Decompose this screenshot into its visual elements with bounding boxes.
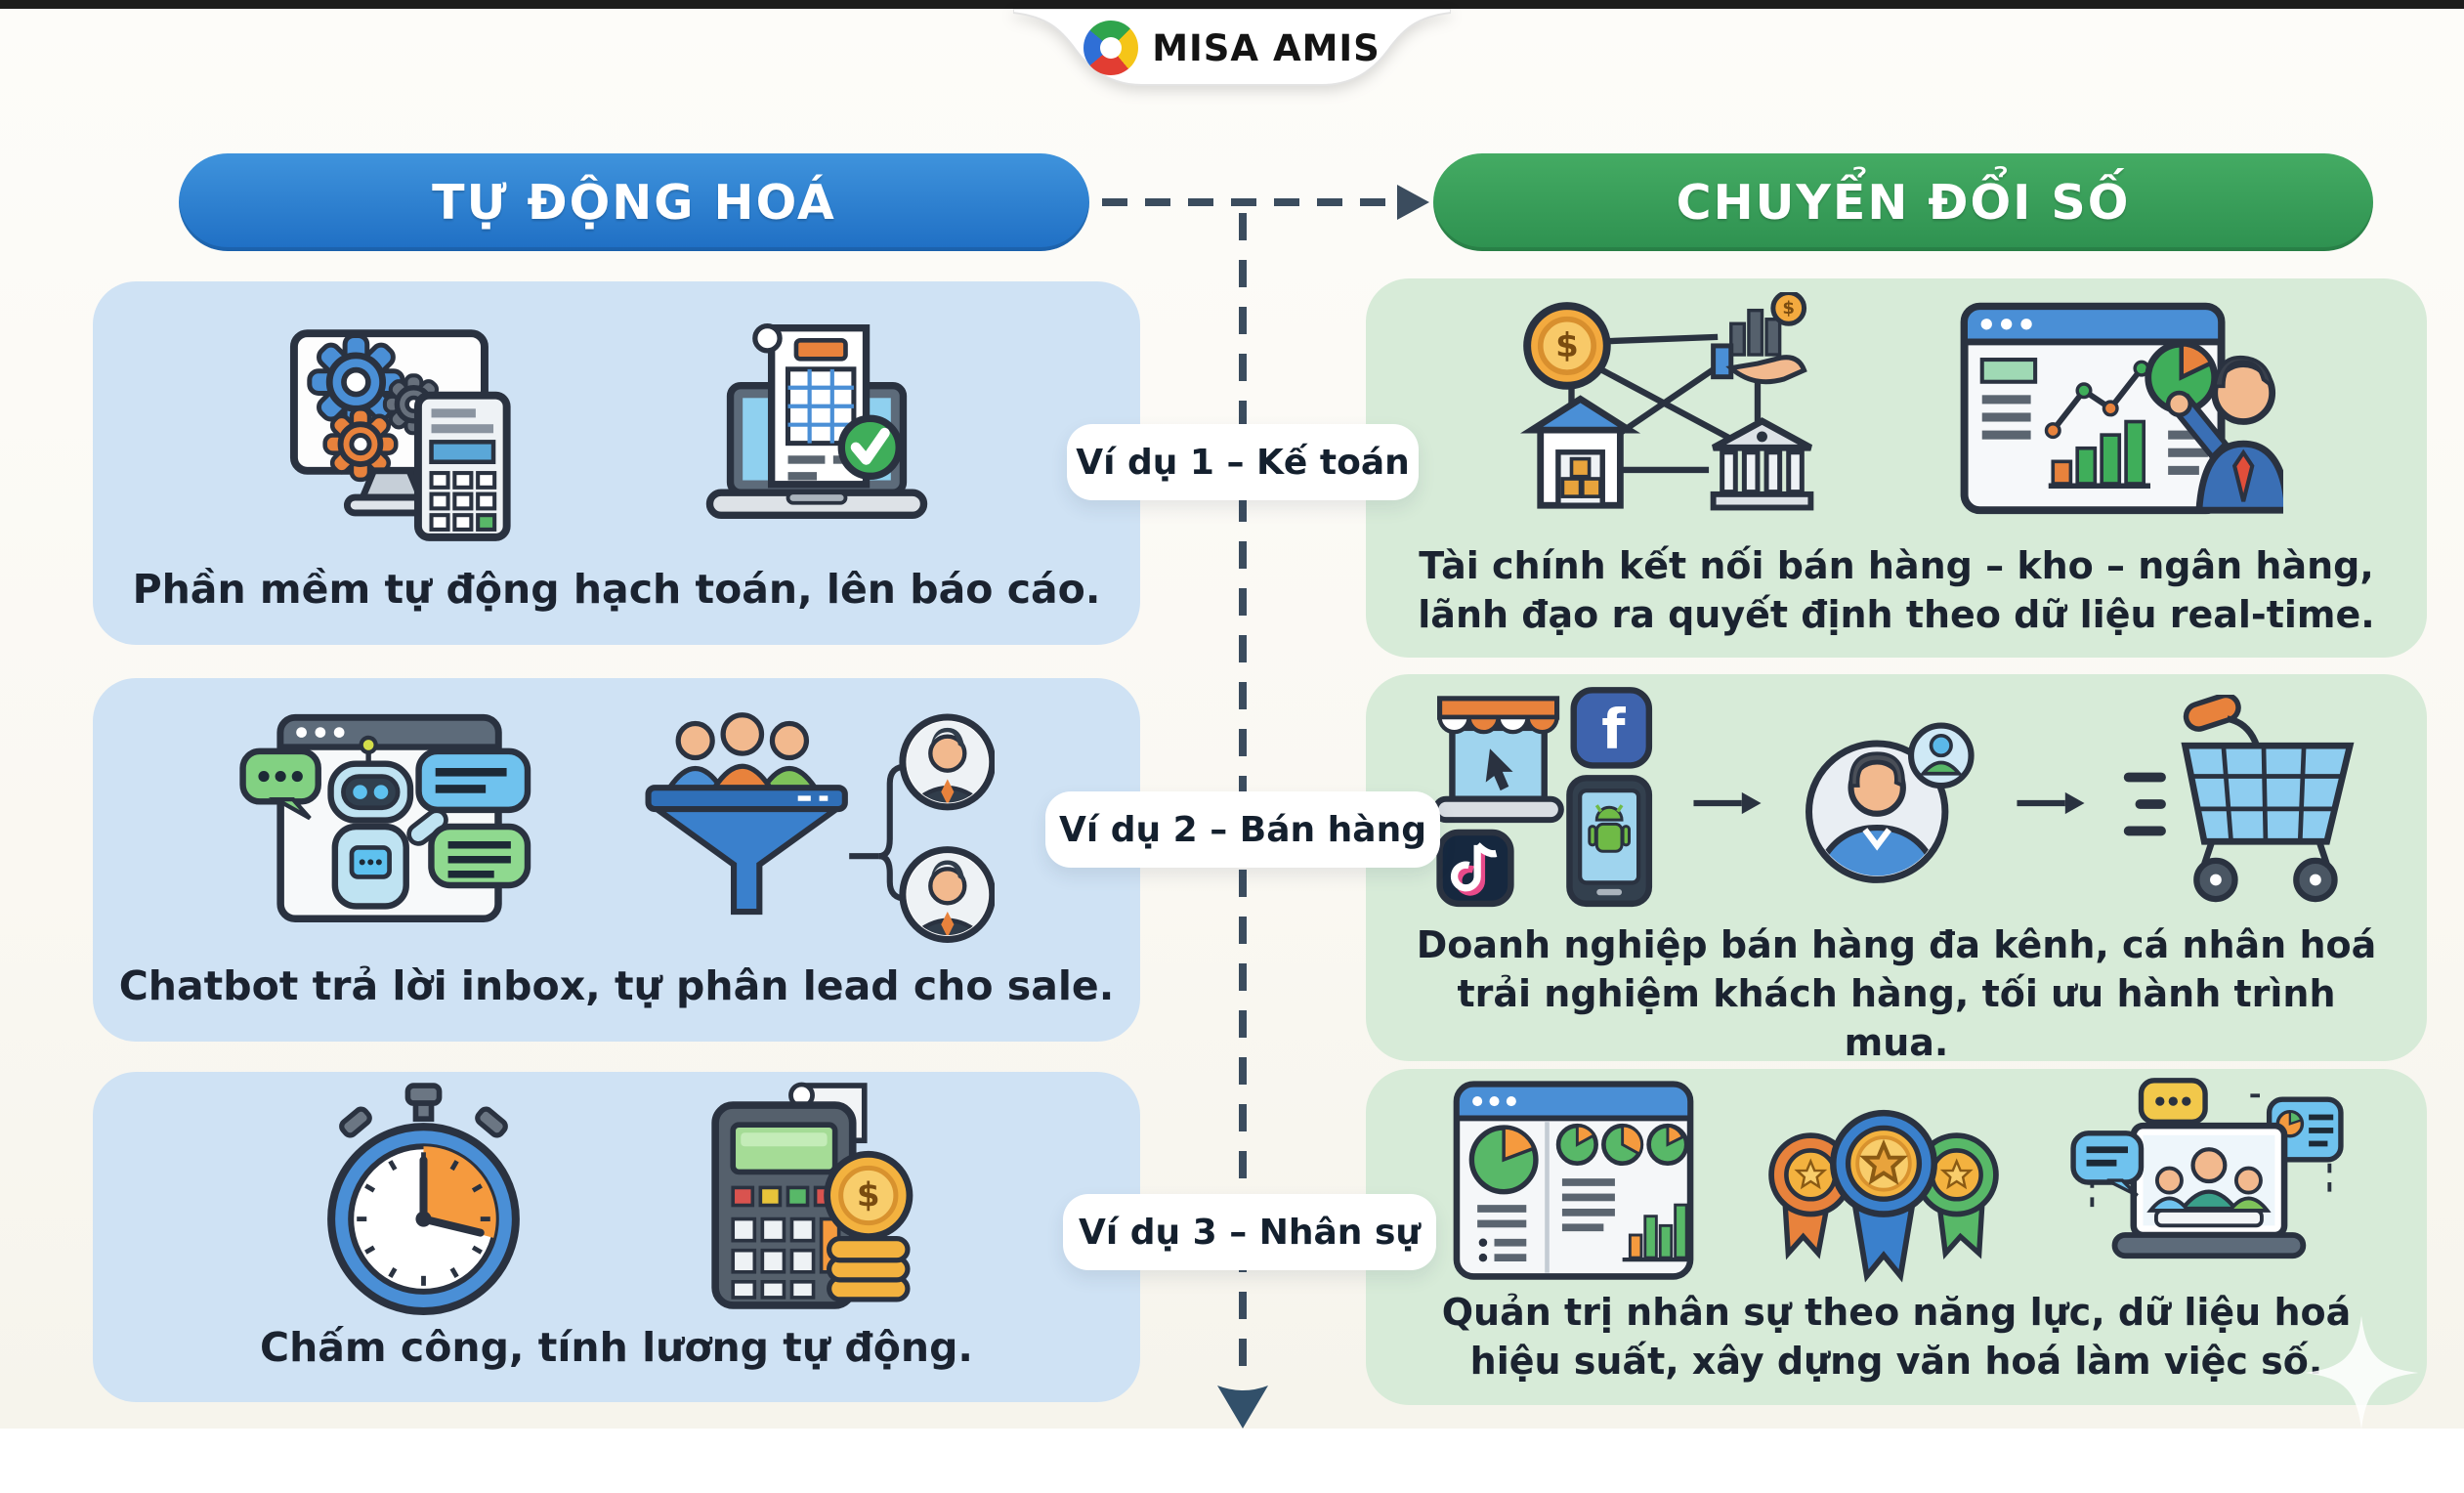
brand-name: MISA AMIS	[1152, 26, 1381, 69]
dollar-glyph: $	[1782, 298, 1795, 319]
card-digital-hr: Quản trị nhân sự theo năng lực, dữ liệu …	[1366, 1069, 2427, 1405]
coin-stack: $	[824, 1150, 913, 1302]
caption-digital-sales: Doanh nghiệp bán hàng đa kênh, cá nhân h…	[1416, 923, 2377, 1065]
bottom-white-strip	[0, 1429, 2464, 1493]
auto-report-icon	[705, 322, 928, 519]
timekeeping-stopwatch-icon	[327, 1083, 520, 1315]
dollar-glyph: $	[857, 1175, 880, 1215]
example-label-2: Ví dụ 2 – Bán hàng	[1045, 791, 1440, 868]
chat-bubble-green-2	[428, 823, 531, 889]
people-group	[664, 712, 821, 791]
caption-digital-hr: Quản trị nhân sự theo năng lực, dữ liệu …	[1441, 1291, 2352, 1384]
header-automation: TỰ ĐỘNG HOÁ	[179, 153, 1089, 251]
sales-avatar-2	[907, 854, 989, 936]
dollar-glyph: $	[1555, 326, 1579, 365]
finance-network-icon: $ $	[1519, 292, 1814, 511]
arrow-right-icon	[2017, 791, 2085, 815]
mini-pies	[1555, 1123, 1689, 1167]
contact-badge	[1907, 721, 1975, 789]
example-label-3: Ví dụ 3 – Nhân sự	[1063, 1194, 1436, 1270]
card-automation-hr: $ Chấm công, tính lương tự động.	[93, 1072, 1140, 1402]
android-phone-icon	[1566, 775, 1653, 908]
personalized-customer-icon	[1806, 721, 1975, 883]
competency-awards-icon	[1767, 1109, 1999, 1283]
sparkle-icon	[2304, 1315, 2419, 1430]
award-blue	[1829, 1109, 1937, 1283]
payroll-calculator-icon: $	[711, 1082, 913, 1309]
hand-money-part: $	[1711, 292, 1807, 385]
chatbot-icon	[239, 713, 531, 922]
brand-tab: MISA AMIS	[1013, 9, 1451, 93]
fast-cart-icon	[2123, 695, 2355, 903]
sales-avatar-1	[907, 721, 989, 803]
caption-digital-accounting: Tài chính kết nối bán hàng – kho – ngân …	[1418, 544, 2375, 637]
caption-automation-hr: Chấm công, tính lương tự động.	[259, 1324, 973, 1371]
bubble-yellow	[2138, 1078, 2208, 1125]
award-green	[1914, 1132, 1999, 1259]
card-digital-accounting: $ $	[1366, 278, 2427, 658]
header-digital-transformation: CHUYỂN ĐỔI SỐ	[1433, 153, 2373, 251]
warehouse-part	[1519, 395, 1641, 509]
chat-bubble-blue	[415, 747, 531, 814]
realtime-dashboard-icon	[1960, 302, 2283, 514]
example-label-1: Ví dụ 1 – Kế toán	[1067, 424, 1419, 500]
storefront-part	[1432, 696, 1564, 824]
arrow-down-head	[1217, 1386, 1268, 1429]
facebook-icon: f	[1570, 687, 1653, 769]
chat-bubble-green	[239, 747, 321, 821]
digital-culture-icon	[2069, 1078, 2344, 1259]
caption-automation-sales: Chatbot trả lời inbox, tự phân lead cho …	[118, 961, 1115, 1009]
card-digital-sales: f	[1366, 674, 2427, 1064]
bubble-blue-lines	[2069, 1130, 2144, 1198]
top-border-strip	[0, 0, 2464, 9]
presenter-person	[2165, 355, 2283, 514]
tiktok-icon	[1436, 829, 1514, 908]
automation-software-icon	[289, 329, 511, 541]
card-automation-sales: Chatbot trả lời inbox, tự phân lead cho …	[93, 678, 1140, 1042]
caption-automation-accounting: Phần mềm tự động hạch toán, lên báo cáo.	[132, 565, 1101, 613]
lead-funnel-icon	[645, 712, 995, 944]
hr-dashboard-icon	[1453, 1081, 1693, 1280]
meeting-people	[2145, 1147, 2272, 1228]
misa-logo-icon	[1083, 21, 1139, 75]
award-orange	[1767, 1132, 1852, 1260]
bank-part	[1710, 417, 1814, 511]
svg-text:f: f	[1601, 699, 1626, 762]
arrow-right-head	[1397, 185, 1429, 220]
arrow-right-icon	[1693, 791, 1762, 815]
omnichannel-icon: f	[1432, 687, 1653, 908]
card-automation-accounting: Phần mềm tự động hạch toán, lên báo cáo.	[93, 281, 1140, 645]
